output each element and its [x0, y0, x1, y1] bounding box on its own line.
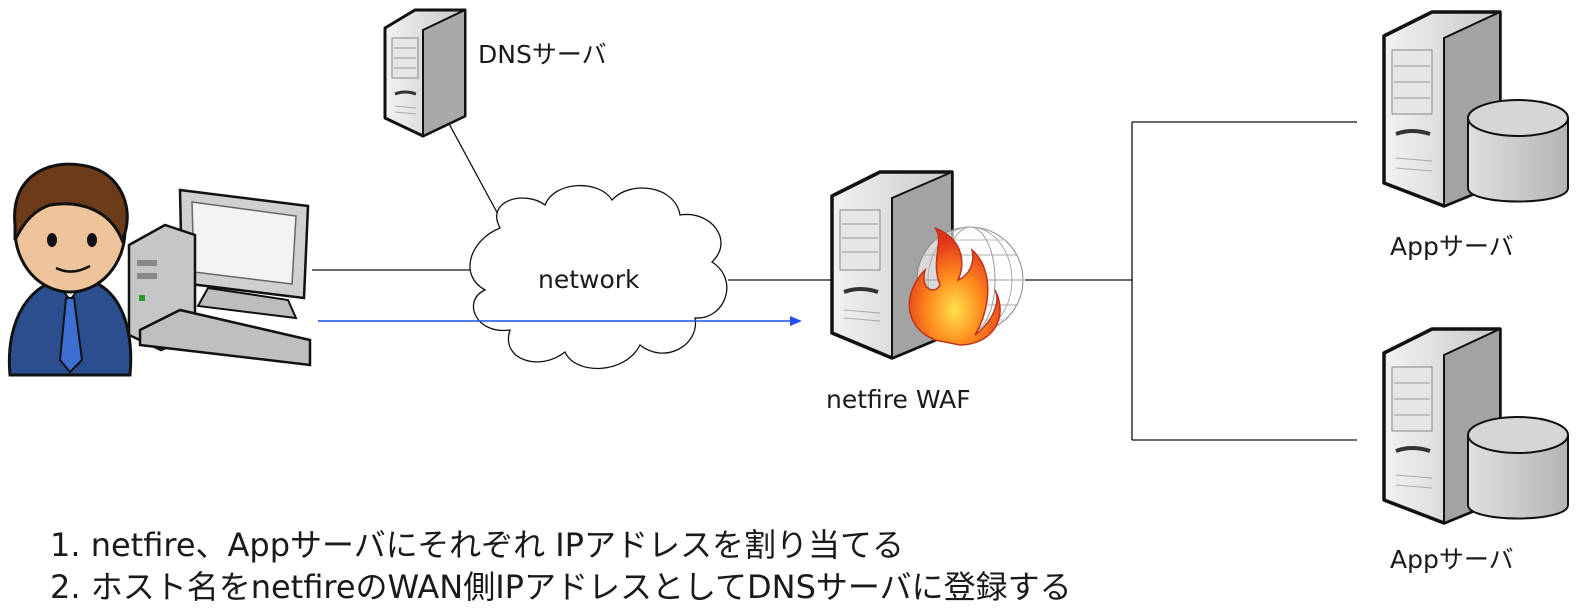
user-workstation-icon	[7, 162, 312, 377]
edge-dns-network	[446, 119, 501, 219]
flame-icon	[908, 227, 1001, 346]
tower-server-icon	[383, 8, 467, 138]
network-label: network	[538, 265, 640, 294]
step-2-text: 2. ホスト名をnetfireのWAN側IPアドレスとしてDNSサーバに登録する	[50, 568, 1072, 606]
database-server-icon	[1382, 327, 1569, 525]
app-server-2-label: Appサーバ	[1390, 545, 1514, 574]
network-diagram	[7, 8, 1569, 525]
database-server-icon	[1382, 10, 1569, 208]
waf-label: netfire WAF	[826, 385, 971, 414]
app-server-1-label: Appサーバ	[1390, 232, 1514, 261]
dns-server-label: DNSサーバ	[478, 40, 607, 69]
step-1-text: 1. netfire、Appサーバにそれぞれ IPアドレスを割り当てる	[50, 526, 904, 564]
edges	[312, 119, 1357, 441]
cloud-icon	[469, 184, 728, 370]
firewall-server-icon	[830, 170, 1024, 360]
